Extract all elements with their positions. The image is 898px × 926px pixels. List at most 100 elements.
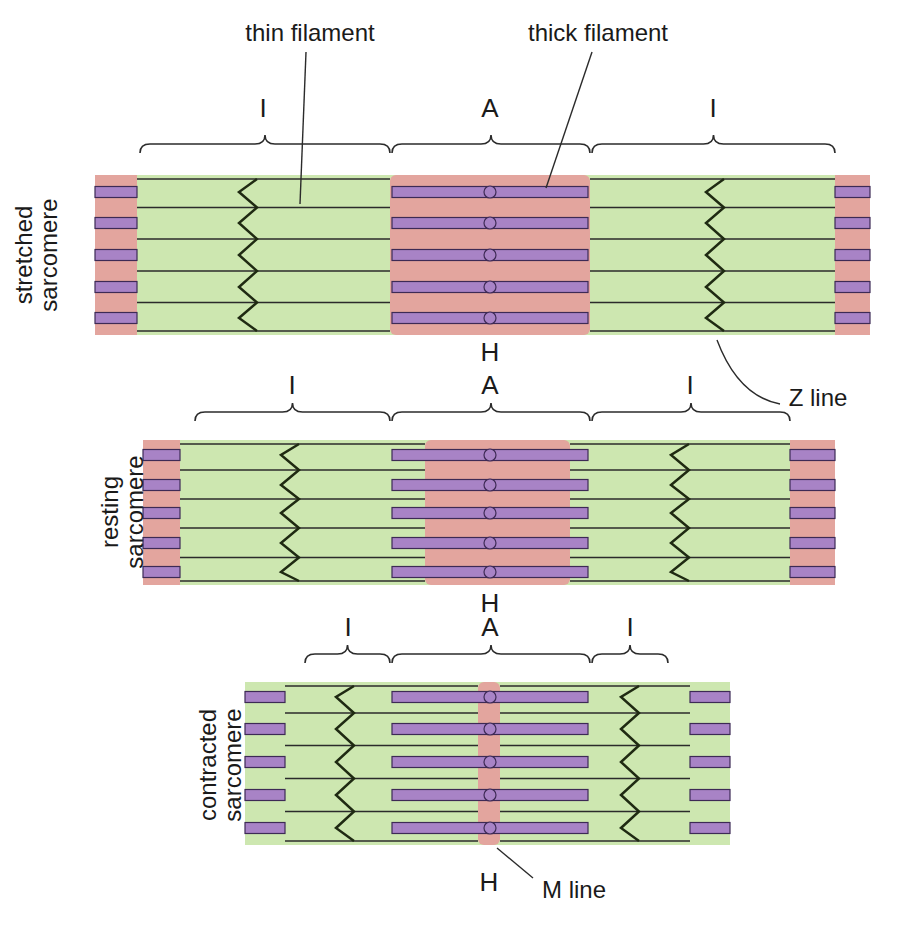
band-label: I [626, 614, 633, 640]
thick-filament-stub [835, 282, 870, 293]
band-brace [392, 645, 590, 663]
m-line-dot [484, 479, 496, 491]
thin-filament [570, 443, 790, 445]
thick-filament [392, 823, 588, 834]
zone-label: H [481, 339, 500, 365]
zone-label: H [480, 869, 499, 895]
thick-filament-stub [790, 538, 835, 549]
thick-filament [392, 282, 588, 293]
zone-label: H [481, 590, 500, 616]
thin-filament [137, 178, 390, 180]
thick-filament-stub [835, 313, 870, 324]
thin-filament [180, 498, 425, 500]
leader-line [717, 340, 780, 404]
thick-filament [392, 187, 588, 198]
thin-filament [180, 527, 425, 529]
thick-filament-stub [790, 450, 835, 461]
thin-filament [137, 207, 390, 209]
thin-filament [500, 712, 690, 714]
thin-filament [180, 557, 425, 559]
m-line-dot [484, 217, 496, 229]
thin-filament [570, 469, 790, 471]
thick-filament [392, 218, 588, 229]
thick-filament-stub [95, 250, 137, 261]
thick-filament-stub [690, 724, 730, 735]
thick-filament-stub [95, 282, 137, 293]
z-line-zigzag [706, 179, 724, 331]
m-line-dot [484, 312, 496, 324]
thick-filament-stub [245, 790, 285, 801]
thick-filament-stub [245, 724, 285, 735]
band-label: A [481, 95, 498, 121]
thin-filament [180, 580, 425, 582]
thick-filament [392, 724, 588, 735]
i-band-region [285, 682, 690, 845]
m-line-dot [484, 281, 496, 293]
leader-line [546, 52, 592, 188]
thick-filament-stub [690, 692, 730, 703]
z-region [143, 440, 180, 585]
z-line-zigzag [336, 686, 354, 841]
thick-filament-stub [835, 218, 870, 229]
thin-filament [137, 330, 390, 332]
z-line-zigzag [621, 686, 639, 841]
thin-filament [137, 302, 390, 304]
m-line-dot [484, 691, 496, 703]
i-band-region [137, 175, 835, 335]
band-brace [305, 645, 390, 663]
thick-filament-stub [95, 187, 137, 198]
part-label: M line [542, 877, 606, 903]
z-region [835, 175, 870, 335]
thin-filament [137, 270, 390, 272]
z-region [690, 682, 730, 845]
sarcomere-state-label: stretched sarcomere [11, 190, 61, 320]
thick-filament-stub [690, 757, 730, 768]
thin-filament [570, 557, 790, 559]
thin-filament [285, 778, 478, 780]
z-region [95, 175, 137, 335]
thin-filament [570, 527, 790, 529]
m-line-dot [484, 186, 496, 198]
thin-filament [137, 238, 390, 240]
m-line-dot [484, 756, 496, 768]
m-line-dot [484, 566, 496, 578]
thick-filament-stub [790, 567, 835, 578]
part-label: thick filament [528, 20, 668, 46]
sarcomere-state-label: resting sarcomere [97, 447, 147, 577]
band-brace [592, 645, 668, 663]
m-line-dot [484, 249, 496, 261]
thick-filament [392, 757, 588, 768]
thick-filament-stub [143, 450, 180, 461]
thick-filament [392, 790, 588, 801]
thin-filament [500, 811, 690, 813]
thick-filament [392, 250, 588, 261]
leader-line [300, 52, 306, 204]
thin-filament [590, 238, 835, 240]
thin-filament [500, 840, 690, 842]
z-region [790, 440, 835, 585]
band-brace [140, 135, 390, 153]
thin-filament [285, 840, 478, 842]
m-line-dot [484, 537, 496, 549]
i-band-region [180, 440, 790, 585]
thick-filament-stub [245, 757, 285, 768]
m-line-dot [484, 507, 496, 519]
thick-filament-stub [95, 218, 137, 229]
z-line-zigzag [239, 179, 257, 331]
z-line-zigzag [671, 444, 689, 581]
thick-filament [392, 313, 588, 324]
leader-line [497, 848, 533, 878]
thick-filament-stub [143, 538, 180, 549]
thick-filament [392, 480, 588, 491]
band-label: I [709, 95, 716, 121]
band-label: I [686, 372, 693, 398]
m-line-dot [484, 789, 496, 801]
band-brace [392, 403, 590, 421]
m-line-dot [484, 449, 496, 461]
m-line-dot [484, 822, 496, 834]
thin-filament [570, 498, 790, 500]
thick-filament-stub [143, 567, 180, 578]
band-label: A [481, 614, 498, 640]
z-region [245, 682, 285, 845]
thick-filament-stub [143, 480, 180, 491]
